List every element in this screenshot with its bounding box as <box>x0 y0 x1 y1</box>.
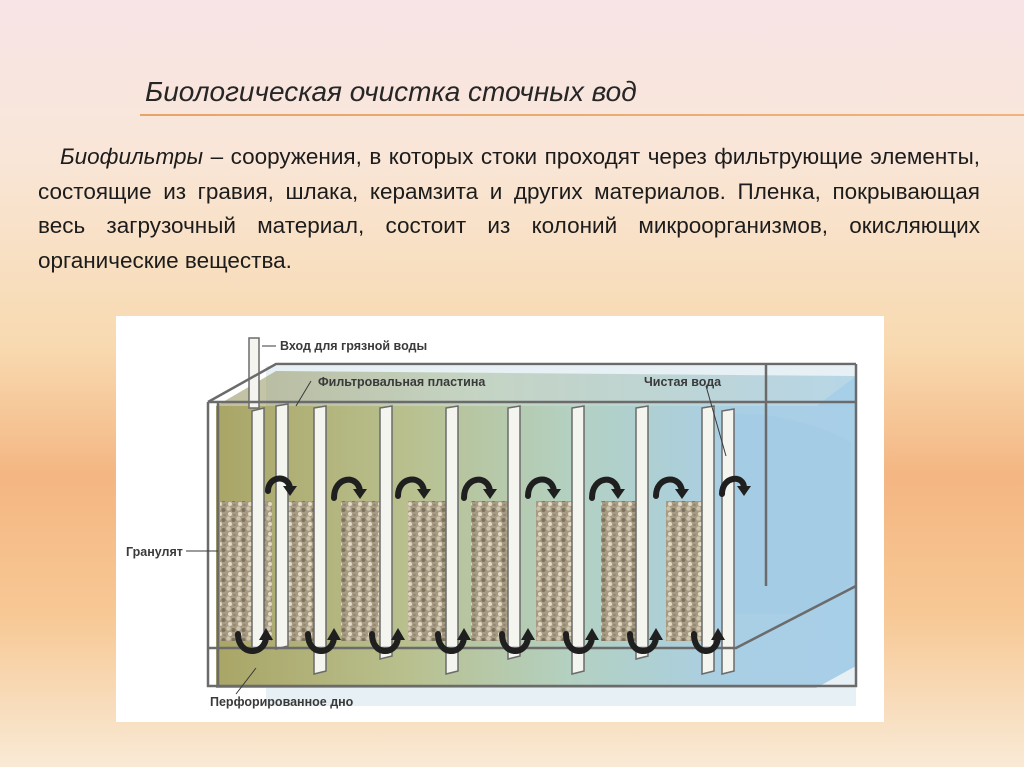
definition-paragraph: Биофильтры – сооружения, в которых стоки… <box>38 140 980 278</box>
flow-arrows-top <box>265 475 747 501</box>
water-surface <box>216 371 856 406</box>
filter-plates <box>251 403 735 675</box>
biofilter-diagram: Вход для грязной воды Фильтровальная пла… <box>116 316 884 722</box>
term-biofilters: Биофильтры <box>60 144 204 169</box>
label-perforated-bottom: Перфорированное дно <box>210 695 354 709</box>
label-inlet: Вход для грязной воды <box>280 339 427 353</box>
slide-title: Биологическая очистка сточных вод <box>145 76 637 107</box>
label-granulate: Гранулят <box>126 545 183 559</box>
title-underline <box>140 114 1024 116</box>
leader-lines <box>186 345 727 695</box>
flow-arrows-bottom <box>235 631 721 654</box>
definition-text: – сооружения, в которых стоки проходят ч… <box>38 144 980 273</box>
flow-arrowheads-bottom <box>259 628 725 640</box>
label-filter-plate: Фильтровальная пластина <box>318 375 486 389</box>
biofilter-diagram-svg: Вход для грязной воды Фильтровальная пла… <box>126 337 858 709</box>
clean-water-zone <box>728 413 851 614</box>
flow-arrowheads-top <box>283 486 751 499</box>
label-clean-water: Чистая вода <box>644 375 722 389</box>
